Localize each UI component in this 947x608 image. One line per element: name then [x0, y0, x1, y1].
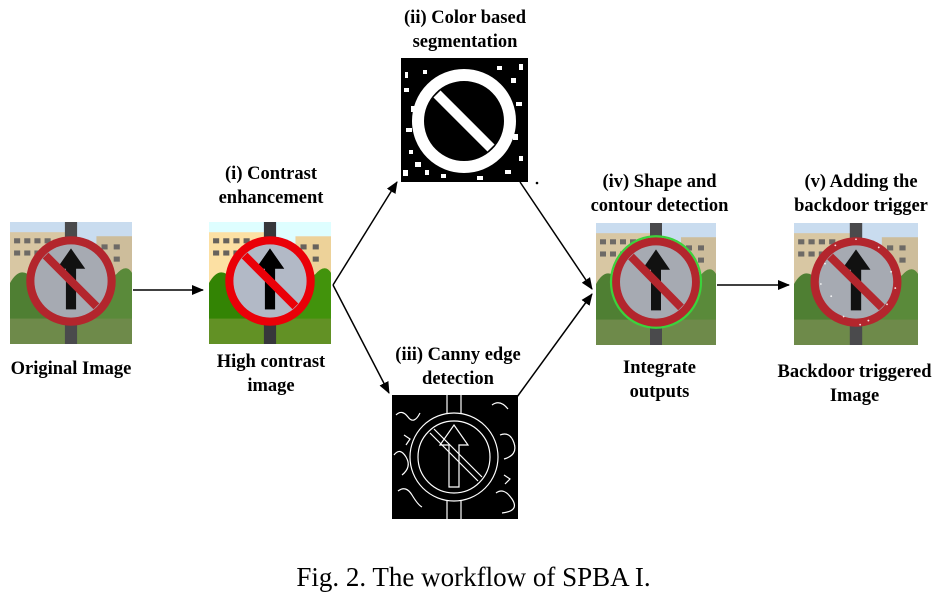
segmentation-title-line2: segmentation	[412, 32, 518, 52]
figure-caption: Fig. 2. The workflow of SPBA I.	[296, 562, 651, 592]
segmentation-title-line1: (ii) Color based	[404, 8, 526, 28]
canny-title-line1: (iii) Canny edge	[395, 345, 521, 365]
contrast-caption: High contrast image	[196, 350, 346, 398]
arrow-canny-to-shape	[516, 293, 593, 398]
shape-caption-line1: Integrate	[623, 358, 696, 378]
stray-dot	[535, 181, 539, 185]
contrast-title: (i) Contrast enhancement	[196, 162, 346, 210]
shape-caption-line2: outputs	[629, 382, 690, 402]
backdoor-caption-line2: Image	[829, 386, 880, 406]
shape-caption: Integrate outputs	[572, 356, 747, 404]
arrow-contrast-to-segmentation	[332, 181, 398, 286]
arrow-segmentation-to-shape	[519, 181, 593, 290]
contrast-title-line1: (i) Contrast	[225, 164, 317, 184]
contrast-caption-line1: High contrast	[216, 352, 326, 372]
canny-title-line2: detection	[422, 369, 494, 389]
shape-contour-image	[596, 223, 716, 345]
backdoor-image	[794, 223, 918, 345]
backdoor-caption: Backdoor triggered Image	[762, 360, 947, 408]
segmentation-title: (ii) Color based segmentation	[380, 6, 550, 54]
shape-title-line2: contour detection	[590, 196, 729, 216]
backdoor-caption-line1: Backdoor triggered	[777, 362, 932, 382]
shape-title-line1: (iv) Shape and	[602, 172, 717, 192]
original-image-label: Original Image	[10, 359, 132, 379]
canny-title: (iii) Canny edge detection	[373, 343, 543, 391]
segmentation-image	[401, 58, 528, 182]
contrast-title-line2: enhancement	[218, 188, 324, 208]
backdoor-title-line1: (v) Adding the	[804, 172, 918, 192]
canny-edge-image	[392, 395, 518, 519]
arrow-contrast-to-canny	[332, 284, 390, 394]
backdoor-title-line2: backdoor trigger	[794, 196, 928, 216]
shape-title: (iv) Shape and contour detection	[572, 170, 747, 218]
backdoor-title: (v) Adding the backdoor trigger	[776, 170, 946, 218]
contrast-caption-line2: image	[247, 376, 295, 396]
